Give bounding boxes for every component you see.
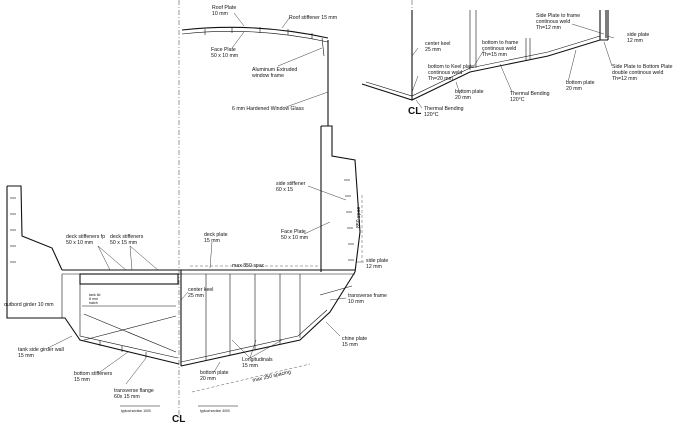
bottom-inner bbox=[180, 309, 328, 363]
detail-side-plate bbox=[599, 10, 609, 40]
label-transverse-flange: transverse flange 60x 15 mm bbox=[114, 388, 154, 400]
label-detail-bottom-plate-1: bottom plate 20 mm bbox=[455, 89, 484, 101]
label-chine-plate: chine plate 15 mm bbox=[342, 336, 368, 348]
label-transverse-frame: transverse frame 10 mm bbox=[348, 293, 387, 305]
label-bottom-to-keel: bottom to Keel plate continous weld Th=2… bbox=[428, 64, 475, 82]
label-side-plate-to-frame: Side Plate to frame continous weld Th=12… bbox=[536, 13, 581, 31]
tank-cross bbox=[83, 313, 177, 353]
longitudinal-frames bbox=[205, 274, 301, 360]
label-side-plate-main: side plate 12 mm bbox=[366, 258, 389, 270]
label-aluminium-frame: Aluminum Extruded window frame bbox=[252, 67, 298, 79]
label-deck-stiffeners-fp: deck stiffeners fp 50 x 10 mm bbox=[66, 234, 106, 246]
bottom-plate bbox=[180, 271, 356, 367]
label-typical-section-2: typical section 4000 bbox=[200, 409, 230, 413]
label-face-plate-top: Face Plate 50 x 10 mm bbox=[211, 47, 239, 59]
label-tank-side-girder: tank side girder wall 15 mm bbox=[18, 347, 64, 359]
bottom-spacing-dim bbox=[191, 363, 311, 393]
roof-stiffeners bbox=[204, 27, 313, 39]
label-detail-side-plate: side plate 12 mm bbox=[627, 32, 650, 44]
leader-lines bbox=[47, 12, 364, 385]
label-deck-stiffeners: deck stiffeners 50 x 15 mm bbox=[110, 234, 144, 246]
label-roof-stiffener: Roof stiffener 15 mm bbox=[289, 15, 338, 21]
label-center-keel-main: center keel 25 mm bbox=[188, 287, 214, 299]
label-bottom-stiffeners: bottom stiffeners 15 mm bbox=[74, 371, 113, 383]
outboard-stiffeners bbox=[10, 197, 16, 263]
label-tank-lid: tank lid 8 mm hatch bbox=[89, 293, 101, 305]
outboard-wall bbox=[7, 185, 63, 271]
chine-line bbox=[319, 285, 353, 296]
roof-plate bbox=[181, 26, 329, 39]
tank-girder bbox=[61, 274, 176, 318]
side-stiffeners bbox=[344, 179, 354, 261]
label-longitudinals: Longitudinals 15 mm bbox=[242, 357, 273, 369]
label-cl-main: CL bbox=[172, 414, 186, 425]
label-bottom-plate-main: bottom plate 20 mm bbox=[200, 370, 229, 382]
bottom-stiffener-marks bbox=[99, 340, 147, 358]
roof-underside bbox=[181, 31, 329, 43]
label-detail-center-keel: center keel 25 mm bbox=[425, 41, 451, 53]
label-max-spacing-top: max 850 spac bbox=[232, 263, 265, 269]
window-frame bbox=[321, 37, 325, 57]
label-face-plate-side: Face Plate 50 x 10 mm bbox=[281, 229, 309, 241]
label-detail-bottom-plate-2: bottom plate 20 mm bbox=[566, 80, 595, 92]
label-thermal-bending-2: Thermal Bending 120°C bbox=[510, 91, 550, 103]
label-bottom-to-frame: bottom to frame continous weld Th=15 mm bbox=[482, 40, 519, 58]
label-cl-detail: CL bbox=[408, 106, 422, 117]
label-roof-plate: Roof Plate 10 mm bbox=[212, 5, 237, 17]
label-window-glass: 6 mm Hardened Window Glass bbox=[232, 106, 304, 112]
detail-leaders bbox=[411, 23, 615, 109]
label-typical-section-1: typical section 1000 bbox=[121, 409, 151, 413]
label-deck-plate: deck plate 15 mm bbox=[204, 232, 228, 244]
label-outboard-girder: outbord girder 10 mm bbox=[4, 302, 54, 308]
tank-walls bbox=[79, 284, 179, 359]
outboard-girder-line bbox=[6, 186, 180, 365]
label-thermal-bending-1: Thermal Bending 120°C bbox=[424, 106, 464, 118]
label-side-to-bottom: Side Plate to Bottom Plate double contin… bbox=[612, 64, 673, 82]
label-side-stiffener: side stiffener 60 x 15 bbox=[276, 181, 306, 193]
superstructure-side bbox=[321, 125, 361, 273]
detail-bottom bbox=[361, 39, 608, 101]
label-spacing-vertical: 850 spac bbox=[356, 206, 362, 228]
tank-lid bbox=[79, 273, 179, 285]
